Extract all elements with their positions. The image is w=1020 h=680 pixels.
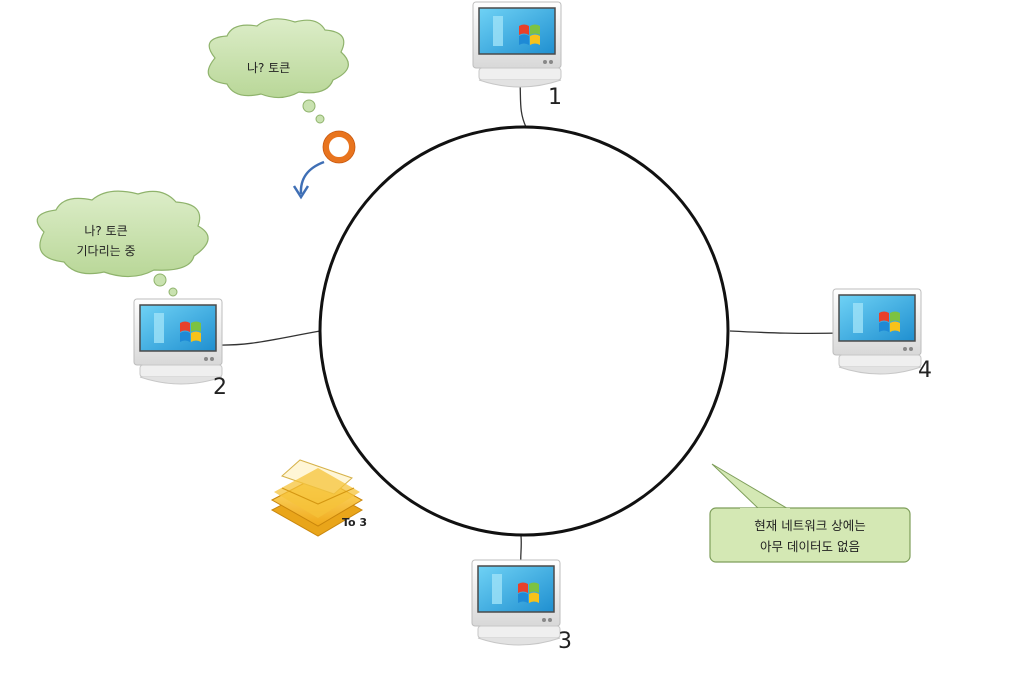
- node-label: 1: [548, 85, 562, 110]
- callout-text-line1: 현재 네트워크 상에는: [754, 518, 865, 533]
- callout-text-line2: 아무 데이터도 없음: [760, 539, 860, 554]
- node-label: 4: [918, 358, 932, 383]
- thought-cloud-left: 나? 토큰 기다리는 중: [36, 190, 209, 297]
- thought-cloud-top: 나? 토큰: [207, 18, 349, 124]
- computer-node-2[interactable]: 2: [133, 298, 227, 400]
- callout-box: 현재 네트워크 상에는 아무 데이터도 없음: [709, 463, 911, 563]
- computer-icon: [133, 298, 223, 385]
- token-ring: [318, 125, 730, 537]
- thought-text-line2: 기다리는 중: [76, 244, 135, 258]
- computer-icon: [471, 559, 561, 646]
- computer-node-3[interactable]: 3: [471, 559, 572, 654]
- computer-node-4[interactable]: 4: [832, 288, 932, 383]
- thought-text: 나? 토큰: [247, 61, 290, 75]
- arrow-icon: [292, 160, 325, 200]
- node-label: 2: [213, 375, 227, 400]
- network-cables: [213, 81, 844, 566]
- computer-icon: [472, 1, 562, 88]
- cable-1: [519, 81, 527, 128]
- computer-icon: [832, 288, 922, 375]
- cable-4: [729, 330, 844, 335]
- envelope-icon: To 3: [270, 459, 367, 537]
- computer-node-1[interactable]: 1: [472, 1, 562, 110]
- node-label: 3: [558, 629, 572, 654]
- token-icon: [322, 130, 356, 164]
- envelope-label: To 3: [342, 516, 367, 529]
- cable-2: [213, 330, 321, 346]
- thought-text-line1: 나? 토큰: [84, 224, 127, 238]
